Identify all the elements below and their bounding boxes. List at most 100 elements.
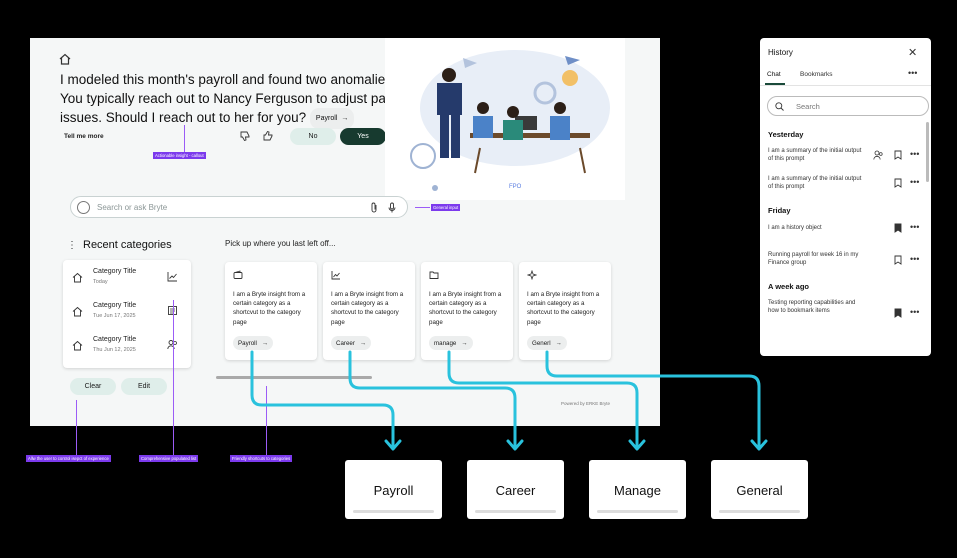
insight-text: I am a Bryte insight from a certain cate… [429, 291, 502, 326]
list-item[interactable]: Category Title Today [63, 260, 191, 294]
destination-bar [353, 510, 434, 513]
arrow-right-icon: → [359, 339, 367, 347]
yes-button[interactable]: Yes [340, 128, 386, 145]
category-chip-payroll[interactable]: Payroll→ [233, 336, 274, 350]
bookmark-icon[interactable] [894, 150, 902, 160]
more-horizontal-icon[interactable]: ••• [910, 254, 920, 264]
category-chip-career[interactable]: Career → [331, 336, 372, 350]
more-horizontal-icon[interactable]: ••• [910, 177, 920, 187]
close-icon[interactable]: ✕ [908, 47, 918, 59]
chip-label: manage [434, 339, 457, 347]
bryte-icon [77, 201, 90, 214]
arrow-right-icon: → [261, 339, 269, 347]
insight-headline: I modeled this month's payroll and found… [60, 70, 420, 129]
section-week-ago: A week ago [768, 282, 809, 291]
insight-card[interactable]: I am a Bryte insight from a certain cate… [225, 262, 317, 360]
edit-button[interactable]: Edit [121, 378, 167, 395]
insight-text: I am a Bryte insight from a certain cate… [331, 291, 404, 326]
annotation-shortcuts: Friendly shortcuts to categories [230, 455, 293, 462]
history-search-input[interactable]: Search [767, 96, 929, 116]
fpo-label: FPO [509, 184, 522, 190]
list-item[interactable]: Category Title Thu Jun 12, 2025 [63, 328, 191, 362]
destination-career[interactable]: Career [467, 460, 564, 519]
bookmark-icon[interactable] [894, 255, 902, 265]
insight-card[interactable]: I am a Bryte insight from a certain cate… [323, 262, 415, 360]
line-chart-icon [167, 272, 177, 282]
horizontal-scrollbar[interactable] [216, 376, 372, 379]
bookmark-filled-icon[interactable] [894, 223, 902, 233]
recent-categories-list: Category Title Today Category Title Tue … [63, 260, 191, 368]
more-horizontal-icon[interactable]: ••• [910, 222, 920, 232]
more-horizontal-icon[interactable]: ••• [908, 68, 918, 78]
thumbs-up-icon[interactable] [262, 130, 274, 142]
chip-label: Generl [532, 339, 551, 347]
tab-chat[interactable]: Chat [767, 71, 781, 78]
clear-button[interactable]: Clear [70, 378, 116, 395]
bookmark-filled-icon[interactable] [894, 308, 902, 318]
search-placeholder: Search or ask Bryte [97, 203, 168, 212]
document-icon [168, 306, 177, 315]
main-panel: I modeled this month's payroll and found… [30, 38, 660, 426]
history-item[interactable]: I am a summary of the initial output of … [768, 148, 862, 163]
more-horizontal-icon[interactable]: ••• [910, 149, 920, 159]
destination-label: Manage [614, 483, 661, 498]
category-date: Tue Jun 17, 2025 [93, 313, 136, 319]
category-title: Category Title [93, 268, 137, 275]
history-panel: History ✕ Chat Bookmarks ••• Search Yest… [760, 38, 931, 356]
destination-bar [719, 510, 800, 513]
destination-general[interactable]: General [711, 460, 808, 519]
insight-card[interactable]: I am a Bryte insight from a certain cate… [519, 262, 611, 360]
insight-text: I modeled this month's payroll and found… [60, 72, 411, 125]
tell-me-more-link[interactable]: Tell me more [64, 133, 104, 140]
microphone-icon[interactable] [387, 202, 397, 213]
chip-label: Career [336, 339, 355, 347]
no-button[interactable]: No [290, 128, 336, 145]
divider [760, 85, 931, 86]
history-item[interactable]: Testing reporting capabilities and how t… [768, 300, 856, 315]
annotation-general-input: General input [431, 204, 461, 211]
arrow-right-icon: → [341, 115, 349, 122]
payroll-chip[interactable]: Payroll → [309, 108, 355, 129]
destination-payroll[interactable]: Payroll [345, 460, 442, 519]
history-item[interactable]: I am a history object [768, 225, 822, 231]
annotation-line [184, 125, 185, 152]
annotation-line [415, 207, 430, 208]
destination-label: General [736, 483, 783, 498]
history-item[interactable]: Running payroll for week 16 in my Financ… [768, 252, 859, 267]
team-illustration: FPO [385, 38, 625, 200]
search-bar[interactable]: Search or ask Bryte [70, 196, 408, 218]
list-item[interactable]: Category Title Tue Jun 17, 2025 [63, 294, 191, 328]
history-item[interactable]: I am a summary of the initial output of … [768, 176, 862, 191]
annotation-control: Allw the user to control isepct of exper… [26, 455, 111, 462]
annotation-line [76, 400, 77, 455]
tab-bookmarks[interactable]: Bookmarks [800, 71, 833, 78]
destination-manage[interactable]: Manage [589, 460, 686, 519]
category-date: Thu Jun 12, 2025 [93, 347, 136, 353]
insight-card[interactable]: I am a Bryte insight from a certain cate… [421, 262, 513, 360]
history-title: History [768, 48, 793, 57]
search-icon [775, 102, 784, 111]
home-icon [72, 272, 83, 283]
history-scrollbar[interactable] [926, 122, 929, 182]
thumbs-down-icon[interactable] [239, 130, 251, 142]
more-vertical-icon[interactable]: ⋮ [67, 240, 77, 251]
home-icon [72, 306, 83, 317]
sparkle-icon [527, 270, 537, 280]
bookmark-icon[interactable] [894, 178, 902, 188]
person-icon[interactable] [873, 150, 883, 160]
home-icon[interactable] [58, 52, 72, 66]
powered-by: Powered by ERKE Bryte [561, 401, 611, 406]
destination-bar [597, 510, 678, 513]
folder-icon [429, 271, 439, 279]
line-chart-icon [331, 271, 340, 280]
more-horizontal-icon[interactable]: ••• [910, 307, 920, 317]
section-yesterday: Yesterday [768, 130, 804, 139]
insight-text: I am a Bryte insight from a certain cate… [233, 291, 306, 326]
annotation-line [266, 386, 267, 455]
destination-label: Career [495, 483, 536, 498]
category-chip-manage[interactable]: manage→ [429, 336, 473, 350]
attach-icon[interactable] [369, 202, 379, 213]
category-chip-general[interactable]: Generl→ [527, 336, 567, 350]
destination-bar [475, 510, 556, 513]
category-title: Category Title [93, 302, 137, 309]
